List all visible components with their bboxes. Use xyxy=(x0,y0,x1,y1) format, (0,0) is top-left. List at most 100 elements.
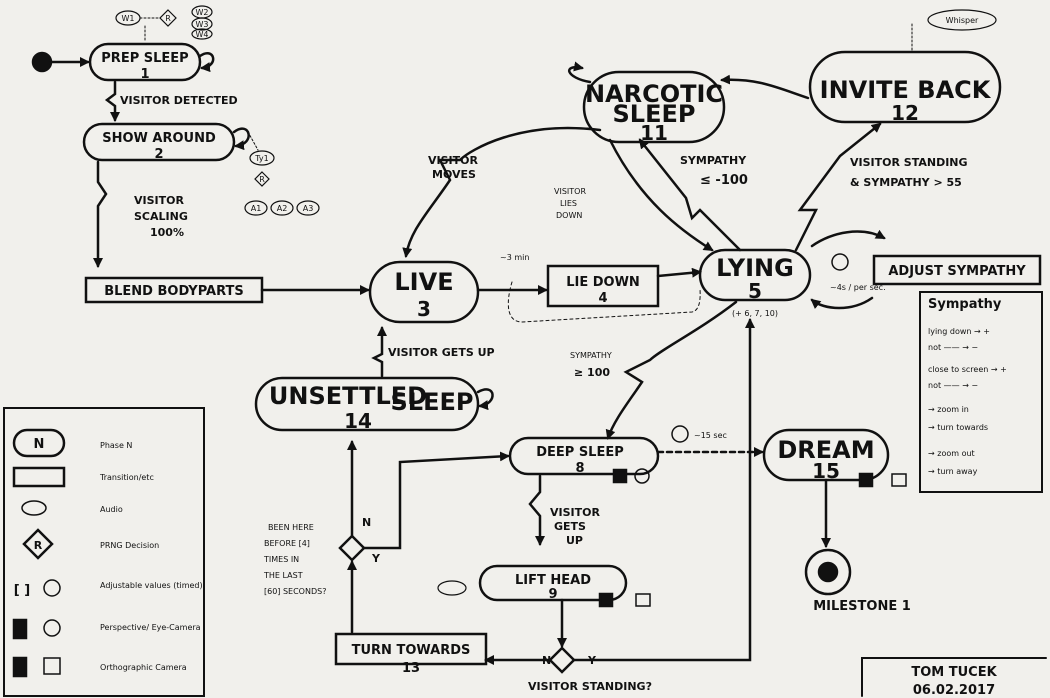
dream-num: 15 xyxy=(812,459,840,483)
label-sympathy-low-2: ≤ -100 xyxy=(700,173,748,188)
legend-text-perspective: Perspective/ Eye-Camera xyxy=(100,623,201,632)
lie-down-num: 4 xyxy=(598,291,607,306)
prng-decision-icon xyxy=(159,9,177,27)
label-visitor-moves-1: VISITOR xyxy=(428,154,478,167)
start-node-icon xyxy=(31,51,53,73)
invite-back-name: INVITE BACK xyxy=(820,76,992,104)
lie-down-name: LIE DOWN xyxy=(566,275,640,290)
legend-text-audio: Audio xyxy=(100,505,123,514)
narcotic-sleep-name-1: NARCOTIC xyxy=(585,80,723,108)
lying-name: LYING xyxy=(716,254,794,282)
label-visitor-standing-2: & SYMPATHY > 55 xyxy=(850,176,962,189)
prng-r-label: R xyxy=(165,14,171,23)
label-visitor-scaling-3: 100% xyxy=(150,226,184,239)
audio-a3-label: A3 xyxy=(303,204,314,213)
state-live xyxy=(368,260,480,324)
deep-sleep-num: 8 xyxy=(575,461,584,476)
narcotic-sleep-name-2: SLEEP xyxy=(613,100,696,128)
sympathy-row-3: close to screen → + xyxy=(928,365,1007,374)
audio-w1-label: W1 xyxy=(122,14,135,23)
turn-towards-num: 13 xyxy=(402,661,420,676)
label-y-been-here: Y xyxy=(371,552,381,565)
state-invite-back xyxy=(808,50,1002,124)
legend-sym-adjustable: [ ] xyxy=(14,583,30,598)
label-been-here-1: BEEN HERE xyxy=(268,523,314,532)
sympathy-box-title: Sympathy xyxy=(928,297,1002,312)
show-around-name: SHOW AROUND xyxy=(102,131,216,146)
label-y-standing: Y xyxy=(587,654,597,667)
blend-bodyparts-label: BLEND BODYPARTS xyxy=(104,284,244,299)
milestone-label: MILESTONE 1 xyxy=(813,599,911,614)
prng-r2-label: R xyxy=(259,175,265,184)
label-sympathy-high-1: SYMPATHY xyxy=(570,351,612,360)
lying-sub: (+ 6, 7, 10) xyxy=(732,309,778,318)
label-visitor-standing-q: VISITOR STANDING? xyxy=(528,680,652,693)
state-deep-sleep xyxy=(508,436,660,476)
label-timer-4s: ~4s / per sec. xyxy=(830,283,886,292)
state-lift-head xyxy=(478,564,628,602)
show-around-num: 2 xyxy=(154,147,163,162)
transition-adjust-sympathy xyxy=(872,254,1042,286)
lying-num: 5 xyxy=(748,279,762,303)
label-visitor-lies-2: LIES xyxy=(560,199,577,208)
sympathy-row-6: → turn towards xyxy=(928,423,988,432)
prep-sleep-num: 1 xyxy=(140,67,149,82)
audio-w4-label: W4 xyxy=(196,30,209,39)
invite-back-num: 12 xyxy=(891,101,919,125)
legend-text-adjustable: Adjustable values (timed) xyxy=(100,581,203,590)
label-visitor-gets-up: VISITOR GETS UP xyxy=(388,346,495,359)
audio-ty1-label: Ty1 xyxy=(254,154,268,163)
signature-date: 06.02.2017 xyxy=(913,683,995,698)
label-been-here-2: BEFORE [4] xyxy=(264,539,310,548)
label-timer-15sec: ~15 sec xyxy=(694,431,727,440)
legend-sym-prng: R xyxy=(34,539,43,552)
label-sympathy-high-2: ≥ 100 xyxy=(574,366,610,379)
unsettled-name-1: UNSETTLED xyxy=(269,382,427,410)
label-visitor-scaling-1: VISITOR xyxy=(134,194,184,207)
label-visitor-lies-3: DOWN xyxy=(556,211,582,220)
sympathy-row-8: → turn away xyxy=(928,467,978,476)
turn-towards-name: TURN TOWARDS xyxy=(352,643,471,658)
label-visitor-lies-1: VISITOR xyxy=(554,187,586,196)
live-num: 3 xyxy=(417,297,431,321)
audio-whisper-label: Whisper xyxy=(946,16,979,25)
audio-whisper-icon xyxy=(927,9,997,31)
state-prep-sleep xyxy=(88,42,202,82)
dream-name: DREAM xyxy=(777,436,874,464)
prep-sleep-name: PREP SLEEP xyxy=(101,51,188,66)
unsettled-name-2: SLEEP xyxy=(391,388,474,416)
deep-sleep-name: DEEP SLEEP xyxy=(536,445,624,460)
lift-head-num: 9 xyxy=(548,587,557,602)
label-visitor-gets-up-2c: UP xyxy=(566,534,583,547)
label-timer-3min: ~3 min xyxy=(500,253,529,262)
label-sympathy-low-1: SYMPATHY xyxy=(680,154,747,167)
decision-visitor-standing xyxy=(548,646,576,674)
legend-text-prng: PRNG Decision xyxy=(100,541,159,550)
lift-head-name: LIFT HEAD xyxy=(515,573,591,588)
sympathy-rules-box xyxy=(919,291,1043,493)
label-visitor-standing-1: VISITOR STANDING xyxy=(850,156,968,169)
sympathy-row-2: not —— → − xyxy=(928,343,978,352)
label-visitor-scaling-2: SCALING xyxy=(134,210,188,223)
state-narcotic-sleep xyxy=(582,70,726,144)
audio-w2-label: W2 xyxy=(196,8,209,17)
audio-w3-label: W3 xyxy=(196,20,209,29)
label-visitor-gets-up-2b: GETS xyxy=(554,520,586,533)
label-n-standing: N xyxy=(542,654,551,667)
sympathy-row-1: lying down → + xyxy=(928,327,990,336)
legend-sym-phase: N xyxy=(34,437,45,452)
decision-been-here xyxy=(338,534,366,562)
state-show-around xyxy=(82,122,236,162)
label-visitor-gets-up-2a: VISITOR xyxy=(550,506,600,519)
label-been-here-5: [60] SECONDS? xyxy=(264,587,326,596)
transition-lie-down xyxy=(546,264,660,308)
legend-box xyxy=(3,407,205,697)
signature-name: TOM TUCEK xyxy=(911,665,997,680)
label-visitor-moves-2: MOVES xyxy=(432,168,476,181)
label-been-here-4: THE LAST xyxy=(263,571,303,580)
live-name: LIVE xyxy=(394,268,453,296)
narcotic-sleep-num: 11 xyxy=(640,121,668,145)
label-been-here-3: TIMES IN xyxy=(263,555,299,564)
label-n-been-here: N xyxy=(362,516,371,529)
sympathy-row-7: → zoom out xyxy=(928,449,975,458)
